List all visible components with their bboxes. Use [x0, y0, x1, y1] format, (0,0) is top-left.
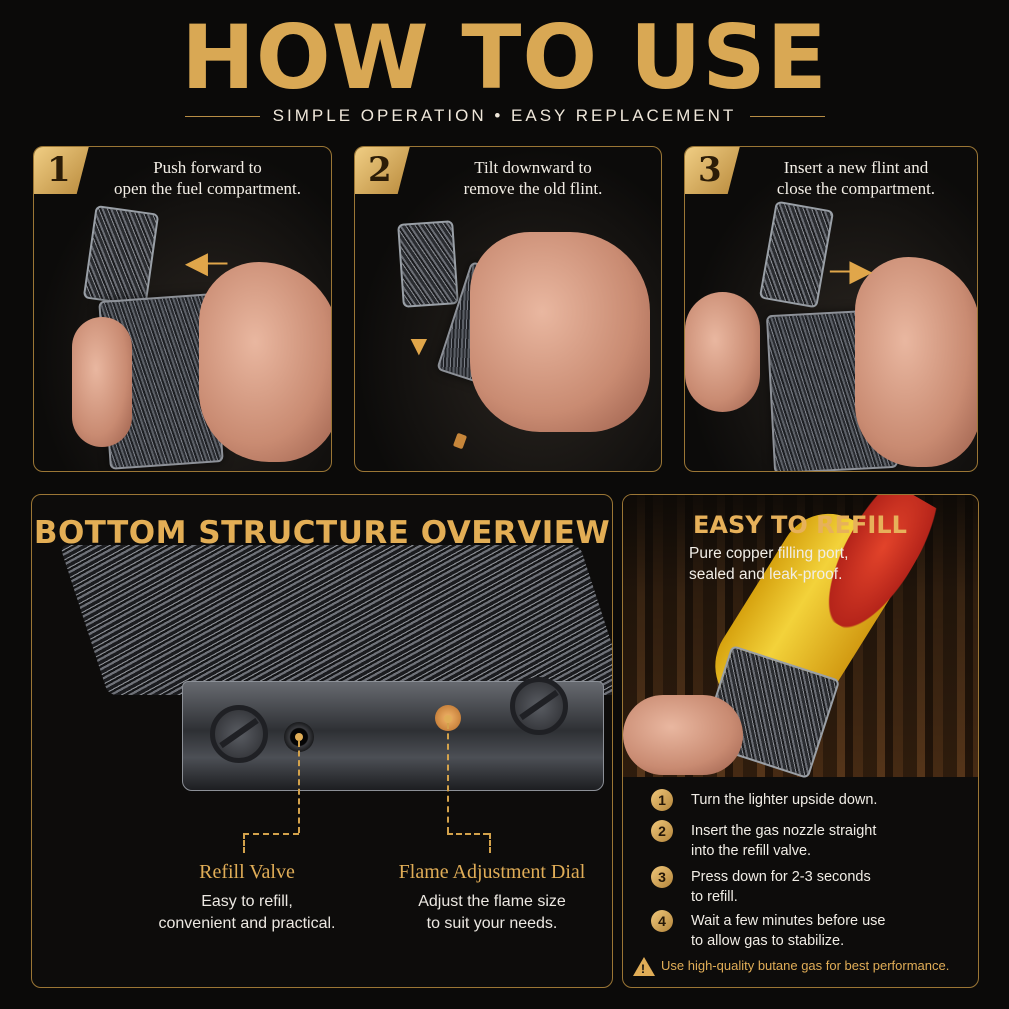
callout-line	[243, 833, 299, 835]
lighter-lid	[758, 200, 835, 309]
arrow-left-icon: ◀─	[186, 247, 228, 278]
step-card-3: 3 Insert a new flint and close the compa…	[684, 146, 978, 472]
flame-dial-title: Flame Adjustment Dial	[398, 861, 586, 883]
callout-line	[489, 833, 491, 853]
hand	[199, 262, 331, 462]
caption-line: Tilt downward to	[474, 158, 592, 177]
refill-photo	[623, 495, 978, 780]
step-line: Wait a few minutes before use	[691, 913, 886, 929]
step-text: Press down for 2-3 seconds to refill.	[691, 867, 871, 907]
refill-valve-desc: Easy to refill, convenient and practical…	[142, 891, 352, 935]
refill-step-1: 1 Turn the lighter upside down.	[651, 789, 971, 813]
page-subtitle: SIMPLE OPERATION • EASY REPLACEMENT	[272, 106, 737, 125]
callout-line	[447, 833, 489, 835]
step-caption: Push forward to open the fuel compartmen…	[94, 157, 321, 199]
step-number: 1	[34, 147, 89, 194]
step-caption: Tilt downward to remove the old flint.	[415, 157, 651, 199]
desc-line: to suit your needs.	[426, 915, 558, 932]
callout-dot	[295, 733, 303, 741]
lighter-lid	[82, 205, 160, 307]
hand	[685, 292, 760, 412]
callout-line	[243, 833, 245, 853]
step-badge: 4	[651, 910, 673, 932]
step-line: to allow gas to stabilize.	[691, 933, 845, 949]
hand	[855, 257, 977, 467]
subtitle-line: sealed and leak-proof.	[689, 566, 843, 583]
step-line: Insert the gas nozzle straight	[691, 823, 877, 839]
warning-icon	[633, 957, 655, 978]
refill-step-4: 4 Wait a few minutes before use to allow …	[651, 910, 971, 954]
caption-line: open the fuel compartment.	[114, 179, 301, 198]
subtitle-divider-left	[185, 116, 260, 117]
easy-refill-card: EASY TO REFILL Pure copper filling port,…	[622, 494, 979, 988]
step-text: Turn the lighter upside down.	[691, 790, 877, 810]
old-flint	[452, 432, 468, 450]
page-title: HOW TO USE	[181, 6, 828, 109]
step-line: Press down for 2-3 seconds	[691, 869, 871, 885]
refill-subtitle: Pure copper filling port, sealed and lea…	[689, 543, 899, 585]
warning-note: Use high-quality butane gas for best per…	[633, 957, 973, 978]
step-number: 3	[685, 147, 740, 194]
subtitle-divider-right	[750, 116, 825, 117]
desc-line: Adjust the flame size	[418, 893, 566, 910]
step-caption: Insert a new flint and close the compart…	[745, 157, 967, 199]
hand	[470, 232, 650, 432]
hand	[623, 695, 743, 775]
desc-line: Easy to refill,	[201, 893, 293, 910]
lighter-lid	[397, 220, 459, 308]
hand	[72, 317, 132, 447]
flame-dial-desc: Adjust the flame size to suit your needs…	[387, 891, 597, 935]
step-line: to refill.	[691, 889, 738, 905]
refill-step-2: 2 Insert the gas nozzle straight into the…	[651, 820, 971, 864]
step-number: 2	[355, 147, 410, 194]
arrow-right-icon: ─▶	[830, 255, 872, 286]
refill-step-3: 3 Press down for 2-3 seconds to refill.	[651, 866, 971, 910]
callout-dot	[444, 715, 452, 723]
arrow-down-icon: ▼	[405, 330, 433, 361]
callout-line	[298, 741, 300, 833]
step-card-2: 2 Tilt downward to remove the old flint.…	[354, 146, 662, 472]
step-line: Turn the lighter upside down.	[691, 792, 878, 808]
bottom-structure-card: BOTTOM STRUCTURE OVERVIEW Refill Valve E…	[31, 494, 613, 988]
lighter-bottom-surface	[59, 545, 612, 695]
caption-line: Push forward to	[153, 158, 262, 177]
caption-line: Insert a new flint and	[783, 158, 929, 177]
bottom-structure-title: BOTTOM STRUCTURE OVERVIEW	[33, 515, 611, 551]
warning-text: Use high-quality butane gas for best per…	[661, 958, 950, 973]
screw-icon	[210, 705, 268, 763]
refill-valve-title: Refill Valve	[199, 861, 295, 883]
step-text: Wait a few minutes before use to allow ga…	[691, 911, 886, 951]
step-badge: 1	[651, 789, 673, 811]
caption-line: close the compartment.	[776, 179, 936, 198]
desc-line: convenient and practical.	[158, 915, 336, 932]
subtitle-row: SIMPLE OPERATION • EASY REPLACEMENT	[0, 104, 1009, 130]
step-badge: 2	[651, 820, 673, 842]
refill-title: EASY TO REFILL	[693, 511, 907, 539]
step-text: Insert the gas nozzle straight into the r…	[691, 821, 876, 861]
step-card-1: 1 Push forward to open the fuel compartm…	[33, 146, 332, 472]
caption-line: remove the old flint.	[463, 179, 603, 198]
subtitle-line: Pure copper filling port,	[689, 545, 849, 562]
screw-icon	[510, 677, 568, 735]
step-badge: 3	[651, 866, 673, 888]
callout-line	[447, 723, 449, 833]
step-line: into the refill valve.	[691, 843, 812, 859]
